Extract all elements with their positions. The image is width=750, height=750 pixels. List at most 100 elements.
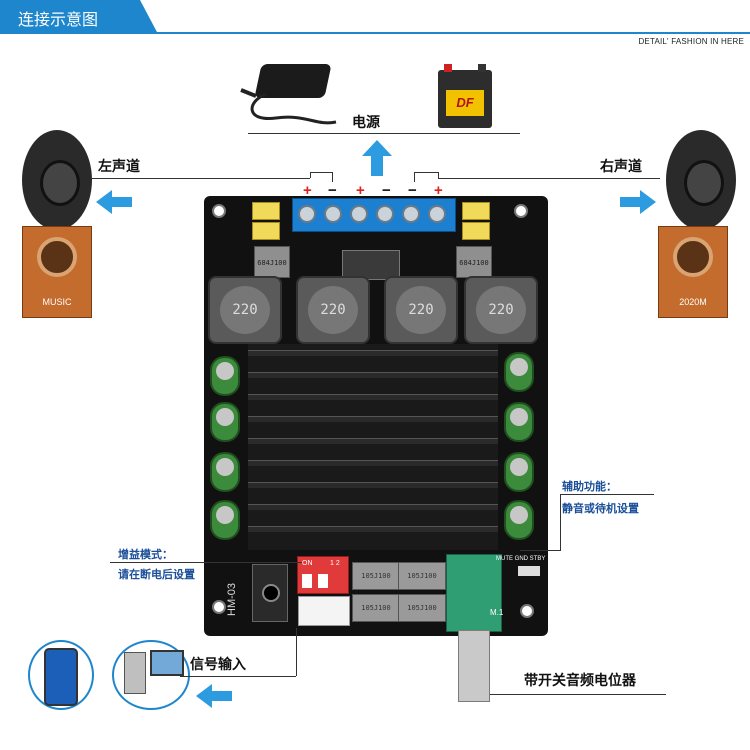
gain-annotation-line bbox=[110, 562, 302, 563]
signal-input-label: 信号输入 bbox=[190, 657, 246, 673]
regulator-chip bbox=[342, 250, 400, 280]
mounting-hole-icon bbox=[514, 204, 528, 218]
screw-terminal-icon bbox=[428, 205, 446, 223]
desktop-tower-icon bbox=[124, 652, 146, 694]
inductor-label: 220 bbox=[476, 286, 526, 334]
right-channel-line-drop bbox=[438, 172, 439, 178]
heatsink-fin bbox=[248, 416, 498, 422]
inductor: 220 bbox=[296, 276, 370, 344]
power-cable-icon bbox=[240, 88, 337, 125]
electrolytic-capacitor bbox=[504, 352, 534, 392]
mounting-hole-icon bbox=[212, 204, 226, 218]
power-label: 电源 bbox=[352, 115, 380, 131]
inductor: 220 bbox=[464, 276, 538, 344]
op-amp-ic: 105J100 bbox=[398, 594, 446, 622]
left-channel-line-bridge bbox=[310, 172, 332, 173]
electrolytic-capacitor bbox=[504, 500, 534, 540]
right-channel-line-tick bbox=[414, 172, 415, 182]
terminal-polarity-6: + bbox=[434, 182, 443, 199]
screw-terminal-icon bbox=[376, 205, 394, 223]
dip-switch-numbers: 1 2 bbox=[330, 560, 340, 567]
right-cabinet-speaker-icon: 2020M bbox=[658, 226, 728, 318]
gain-mode-title: 增益模式： bbox=[118, 548, 173, 561]
mute-standby-header[interactable] bbox=[518, 566, 540, 576]
screw-terminal-icon bbox=[324, 205, 342, 223]
right-channel-line-bridge bbox=[414, 172, 438, 173]
power-underline bbox=[248, 133, 520, 134]
heatsink bbox=[248, 344, 498, 550]
signal-annotation-drop bbox=[296, 628, 297, 676]
op-amp-ic: 105J100 bbox=[352, 594, 400, 622]
film-capacitor bbox=[462, 222, 490, 240]
left-speaker-driver-icon bbox=[22, 130, 92, 230]
smartphone-icon bbox=[44, 648, 78, 706]
audio-jack-port-icon bbox=[262, 584, 280, 602]
inductor-label: 220 bbox=[220, 286, 270, 334]
dip-switch-on-label: ON bbox=[302, 560, 313, 567]
left-channel-line-tick bbox=[332, 172, 333, 182]
board-model-label: HM-03 bbox=[226, 582, 238, 616]
mounting-hole-icon bbox=[212, 600, 226, 614]
signal-input-connector bbox=[298, 596, 350, 626]
film-capacitor bbox=[252, 202, 280, 220]
aux-annotation-link bbox=[520, 550, 561, 551]
electrolytic-capacitor bbox=[210, 500, 240, 540]
left-cabinet-speaker-icon: MUSIC bbox=[22, 226, 92, 318]
dip-switch-toggle-1[interactable] bbox=[302, 574, 312, 588]
battery-brand-label: DF bbox=[446, 90, 484, 116]
screw-terminal-icon bbox=[402, 205, 420, 223]
page-title: 连接示意图 bbox=[18, 10, 99, 29]
potentiometer-label: M.1 bbox=[490, 608, 504, 617]
electrolytic-capacitor bbox=[504, 452, 534, 492]
heatsink-fin bbox=[248, 526, 498, 532]
heatsink-fin bbox=[248, 460, 498, 466]
battery-negative-terminal bbox=[478, 64, 486, 72]
heatsink-fin bbox=[248, 504, 498, 510]
terminal-polarity-2: − bbox=[328, 182, 337, 199]
inductor-label: 220 bbox=[396, 286, 446, 334]
op-amp-ic: 105J100 bbox=[352, 562, 400, 590]
film-capacitor bbox=[252, 222, 280, 240]
signal-arrow-left-icon bbox=[196, 684, 232, 712]
potentiometer-callout-line bbox=[490, 694, 666, 695]
right-cabinet-text: 2020M bbox=[679, 297, 707, 307]
heatsink-fin bbox=[248, 350, 498, 356]
aux-annotation-line bbox=[560, 494, 654, 495]
dip-switch-toggle-2[interactable] bbox=[318, 574, 328, 588]
terminal-polarity-5: − bbox=[408, 182, 417, 199]
right-channel-label: 右声道 bbox=[600, 159, 642, 175]
battery-positive-terminal bbox=[444, 64, 452, 72]
heatsink-fin bbox=[248, 394, 498, 400]
heatsink-fin bbox=[248, 482, 498, 488]
electrolytic-capacitor bbox=[210, 402, 240, 442]
aux-function-desc: 静音或待机设置 bbox=[562, 502, 639, 515]
left-channel-line bbox=[92, 178, 310, 179]
left-channel-label: 左声道 bbox=[98, 159, 140, 175]
right-channel-line bbox=[438, 178, 660, 179]
left-channel-line-drop bbox=[310, 172, 311, 178]
inductor-label: 220 bbox=[308, 286, 358, 334]
pin-header-label: MUTE GND STBY bbox=[496, 556, 546, 562]
potentiometer-knob[interactable] bbox=[458, 630, 490, 702]
desktop-computer-icon bbox=[150, 650, 184, 676]
right-arrow-icon bbox=[620, 190, 656, 218]
potentiometer-body bbox=[446, 554, 502, 632]
aux-annotation-drop bbox=[560, 494, 561, 550]
gain-mode-desc: 请在断电后设置 bbox=[118, 568, 195, 581]
left-cabinet-text: MUSIC bbox=[42, 297, 72, 307]
electrolytic-capacitor bbox=[210, 452, 240, 492]
film-capacitor bbox=[462, 202, 490, 220]
heatsink-fin bbox=[248, 372, 498, 378]
op-amp-ic: 105J100 bbox=[398, 562, 446, 590]
electrolytic-capacitor bbox=[504, 402, 534, 442]
screw-terminal-icon bbox=[298, 205, 316, 223]
header-tab bbox=[0, 0, 158, 34]
electrolytic-capacitor bbox=[210, 356, 240, 396]
heatsink-fin bbox=[248, 438, 498, 444]
aux-function-title: 辅助功能： bbox=[562, 480, 617, 493]
inductor: 220 bbox=[208, 276, 282, 344]
terminal-polarity-1: + bbox=[303, 182, 312, 199]
signal-annotation-line bbox=[180, 676, 296, 677]
power-arrow-up-icon bbox=[362, 140, 392, 180]
mounting-hole-icon bbox=[520, 604, 534, 618]
